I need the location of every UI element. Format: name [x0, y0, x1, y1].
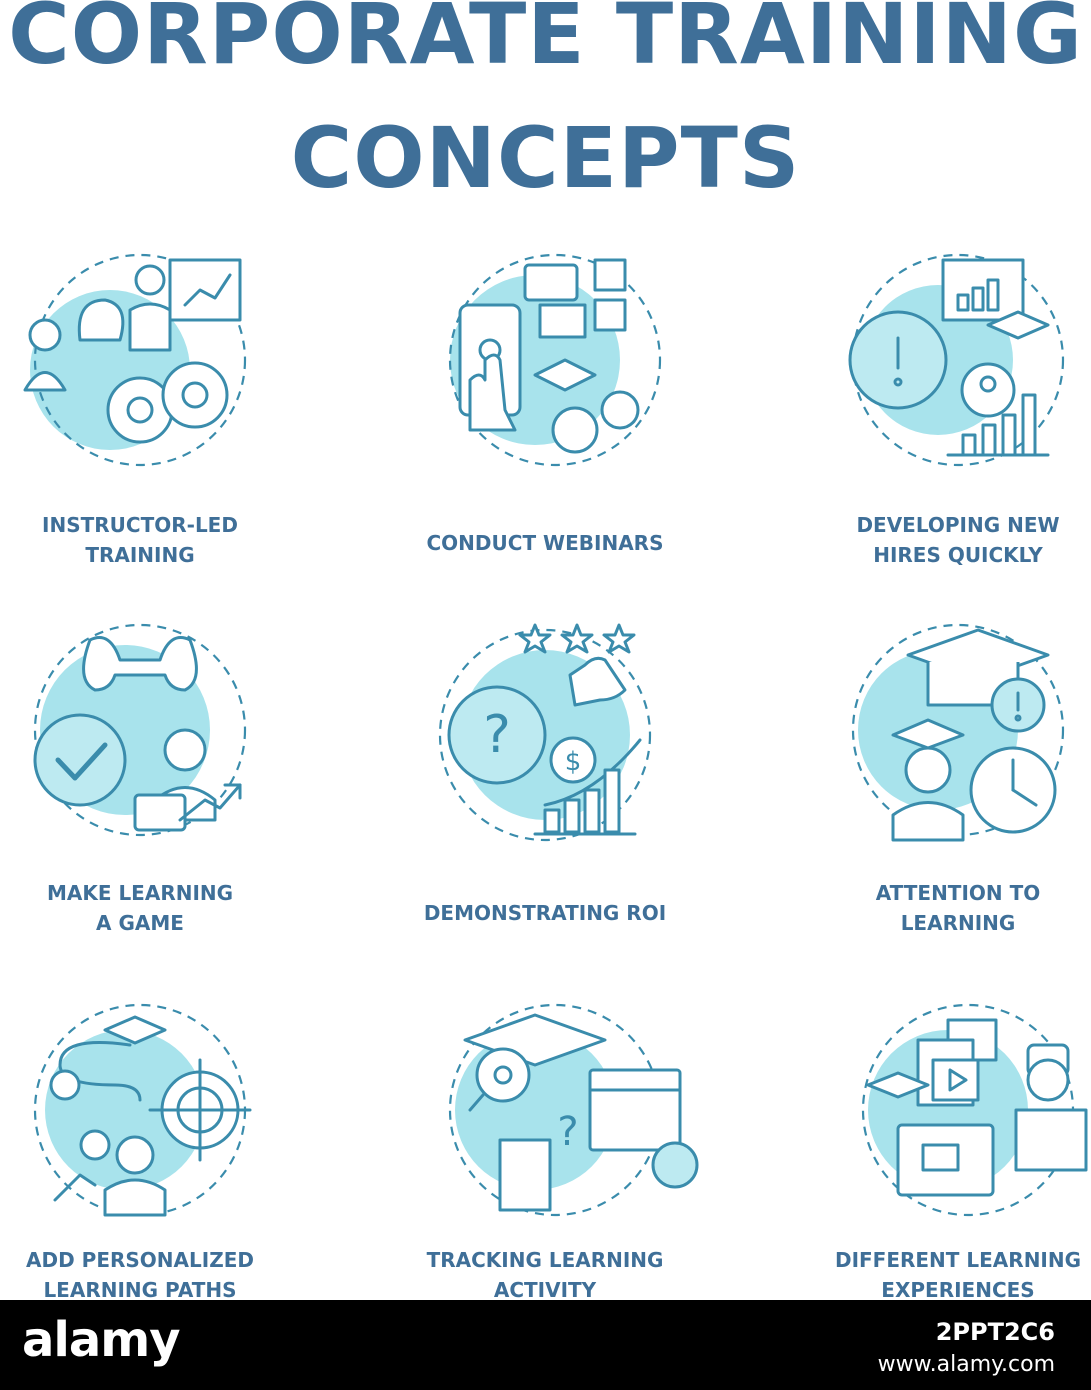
page-title-line-1: CORPORATE TRAINING: [8, 0, 1083, 83]
game-controller-icon: [20, 620, 260, 860]
alamy-logo: alamy: [22, 1312, 181, 1368]
page-title-line-2: CONCEPTS: [290, 109, 801, 207]
learning-path-icon: [20, 995, 260, 1235]
webinar-icon: [425, 250, 665, 490]
graduation-clock-icon: [838, 620, 1078, 860]
tracking-icon: ?: [425, 995, 699, 1235]
roi-icon: ? $: [425, 620, 665, 860]
svg-text:?: ?: [483, 705, 511, 765]
concept-label: DEMONSTRATING ROI: [423, 901, 667, 925]
watermark-url: www.alamy.com: [877, 1352, 1055, 1377]
image-id: 2PPT2C6: [935, 1318, 1055, 1346]
new-hires-icon: [838, 250, 1078, 490]
instructor-icon: [20, 250, 260, 490]
svg-text:?: ?: [557, 1109, 578, 1155]
concept-label: CONDUCT WEBINARS: [426, 531, 664, 555]
svg-text:$: $: [565, 747, 582, 777]
vr-experience-icon: [838, 995, 1088, 1235]
watermark-bar: alamy 2PPT2C6 www.alamy.com: [0, 1300, 1091, 1390]
